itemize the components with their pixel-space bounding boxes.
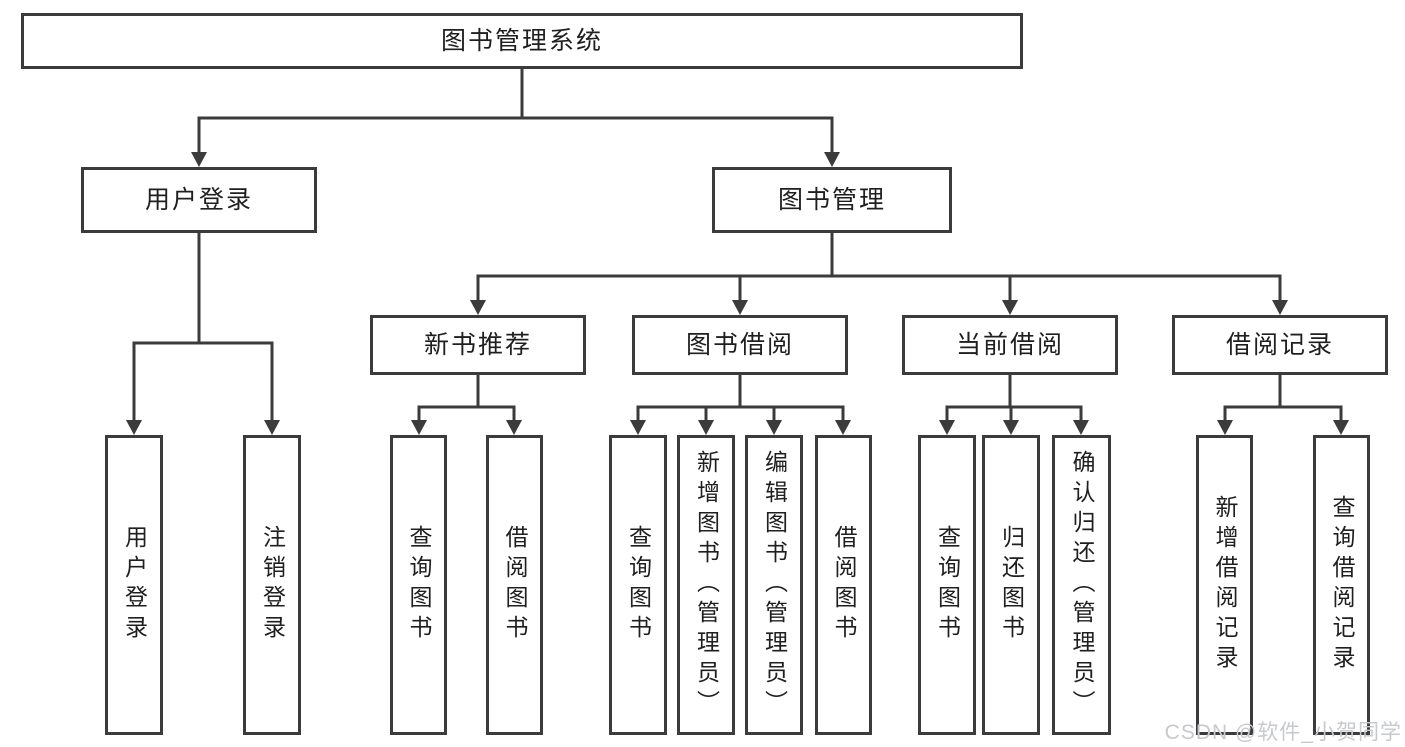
node-leaf-borrow-books-1: 借阅图书 <box>486 435 543 735</box>
node-borrowing-records: 借阅记录 <box>1172 315 1388 375</box>
node-leaf-add-books-admin: 新增图书（管理员） <box>677 435 735 735</box>
node-leaf-user-login: 用户登录 <box>105 435 163 735</box>
node-leaf-query-books-2: 查询图书 <box>609 435 667 735</box>
node-leaf-query-books-1: 查询图书 <box>390 435 447 735</box>
node-new-book-recommend: 新书推荐 <box>370 315 586 375</box>
connector-book-borrowing-children <box>636 375 845 422</box>
node-leaf-borrow-books-2: 借阅图书 <box>815 435 872 735</box>
connector-new-book-recommend-children <box>417 375 516 422</box>
connector-borrowing-records-children <box>1223 375 1343 422</box>
csdn-watermark: CSDN @软件_小贺同学 <box>1164 721 1402 744</box>
node-current-borrowing: 当前借阅 <box>902 315 1118 375</box>
node-leaf-edit-books-admin: 编辑图书（管理员） <box>745 435 803 735</box>
node-leaf-query-borrow-record: 查询借阅记录 <box>1313 435 1370 735</box>
connector-root-to-level1 <box>197 69 834 154</box>
connector-current-borrowing-children <box>945 375 1083 422</box>
node-leaf-logout: 注销登录 <box>243 435 301 735</box>
node-book-management: 图书管理 <box>712 167 952 233</box>
node-book-borrowing: 图书借阅 <box>632 315 848 375</box>
node-leaf-return-books: 归还图书 <box>982 435 1040 735</box>
arrowheads <box>126 152 1349 435</box>
node-leaf-confirm-return-admin: 确认归还（管理员） <box>1052 435 1111 735</box>
node-user-login: 用户登录 <box>81 167 317 233</box>
connector-book-management-children <box>476 233 1282 302</box>
node-leaf-query-books-3: 查询图书 <box>918 435 976 735</box>
node-leaf-add-borrow-record: 新增借阅记录 <box>1196 435 1253 735</box>
node-root-library-management-system: 图书管理系统 <box>21 13 1023 69</box>
connector-user-login-children <box>132 233 274 422</box>
